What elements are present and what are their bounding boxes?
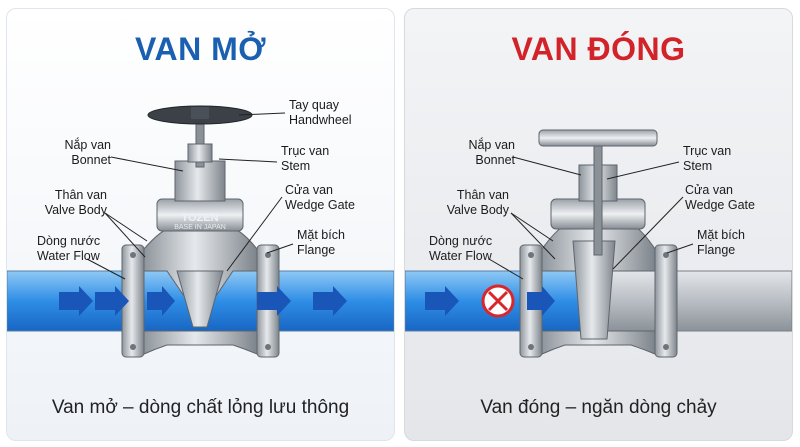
- flange-label-vi: Mặt bích: [297, 228, 345, 242]
- gate-label-en: Wedge Gate: [285, 198, 355, 212]
- flow-label-en: Water Flow: [429, 249, 493, 263]
- bonnet-label-vi: Nắp van: [64, 137, 111, 152]
- open-valve-panel: VAN MỞ: [6, 8, 395, 441]
- flow-label-en: Water Flow: [37, 249, 101, 263]
- flow-arrows: [59, 286, 347, 316]
- flange-label-en: Flange: [697, 243, 735, 257]
- stem-label-vi: Trục van: [683, 144, 731, 158]
- closed-valve-caption: Van đóng – ngăn dòng chảy: [480, 397, 717, 418]
- flow-label-vi: Dòng nước: [37, 234, 100, 248]
- open-valve-diagram: TOZEN BASE IN JAPAN: [7, 98, 394, 358]
- handwheel: [147, 105, 253, 125]
- valve-body: [143, 228, 258, 310]
- right-flange: [654, 244, 678, 358]
- closed-valve-diagram: Nắp van Bonnet Trục van Stem Thân van Va…: [405, 129, 792, 358]
- handwheel-label-en: Handwheel: [289, 113, 352, 127]
- open-valve-title: VAN MỞ: [134, 31, 267, 67]
- gate-label-vi: Cửa van: [685, 183, 733, 197]
- gate-label-vi: Cửa van: [285, 183, 333, 197]
- stem-label-en: Stem: [683, 159, 712, 173]
- stop-x-icon: [481, 284, 515, 318]
- flange-label-en: Flange: [297, 243, 335, 257]
- pipe-empty: [590, 270, 792, 332]
- flow-label-vi: Dòng nước: [429, 234, 492, 248]
- closed-valve-title: VAN ĐÓNG: [511, 31, 686, 67]
- stem: [593, 144, 603, 256]
- body-label-en: Valve Body: [45, 203, 108, 217]
- body-label-vi: Thân van: [457, 188, 509, 202]
- wedge-gate: [572, 240, 616, 340]
- stem-label-vi: Trục van: [281, 144, 329, 158]
- handwheel: [538, 129, 658, 147]
- flange-label-vi: Mặt bích: [697, 228, 745, 242]
- brand-subtext: BASE IN JAPAN: [174, 224, 226, 231]
- brand-text: TOZEN: [181, 212, 218, 224]
- gate-label-en: Wedge Gate: [685, 198, 755, 212]
- bonnet-label-vi: Nắp van: [468, 137, 515, 152]
- body-label-en: Valve Body: [447, 203, 510, 217]
- stem-label-en: Stem: [281, 159, 310, 173]
- bonnet: TOZEN BASE IN JAPAN: [156, 160, 244, 232]
- closed-valve-panel: VAN ĐÓNG: [404, 8, 793, 441]
- wedge-gate: [176, 270, 224, 328]
- bonnet-label-en: Bonnet: [71, 153, 111, 167]
- handwheel-label-vi: Tay quay: [289, 98, 340, 112]
- body-label-vi: Thân van: [55, 188, 107, 202]
- bonnet-label-en: Bonnet: [475, 153, 515, 167]
- open-valve-caption: Van mở – dòng chất lỏng lưu thông: [51, 397, 350, 418]
- flow-arrows: [425, 286, 555, 316]
